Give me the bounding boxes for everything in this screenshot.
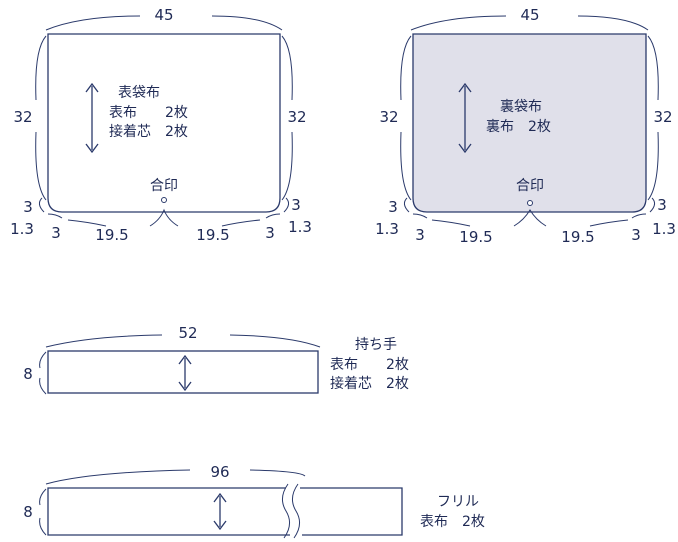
outer-corner-offset-left: 1.3: [10, 220, 34, 238]
outer-bag-title: 表袋布: [118, 85, 160, 101]
handle-title: 持ち手: [355, 337, 397, 353]
outer-corner-offset-right: 1.3: [288, 218, 312, 236]
frill-width-arc-right: [249, 469, 306, 477]
handle-grain-arrow-icon: [178, 354, 192, 392]
lining-half-right: 19.5: [561, 228, 594, 246]
outer-width-label: 45: [154, 6, 173, 24]
handle-piece: 52 8 持ち手 表布 2枚 接着芯 2枚: [23, 324, 409, 395]
lining-bag-row1: 裏布 2枚: [486, 118, 551, 135]
outer-bag-row2: 接着芯 2枚: [109, 123, 188, 140]
frill-height-arc: [39, 488, 47, 536]
outer-width-arc-left: [45, 15, 141, 31]
outer-corner-left: 3: [23, 198, 33, 216]
handle-width-label: 52: [178, 324, 197, 342]
lining-corner-right: 3: [657, 196, 667, 214]
handle-width-arc-left: [45, 334, 163, 348]
lining-width-arc-left: [410, 15, 507, 31]
lining-bag-title: 裏袋布: [500, 98, 542, 115]
outer-height-label-left: 32: [13, 108, 32, 126]
outer-corner-bottom-right: 3: [265, 224, 275, 242]
lining-height-arc-left: [400, 35, 412, 201]
lining-height-arc-right: [647, 35, 659, 201]
handle-height-label: 8: [23, 365, 33, 383]
outer-bag-piece: 45 32 32 表袋布 表布 2枚 接着芯 2枚 合印 19.5 19.5 3…: [10, 6, 312, 244]
handle-height-arc: [39, 351, 47, 395]
lining-bottom-arc: [431, 209, 629, 227]
lining-match-mark-label: 合印: [516, 178, 544, 194]
lining-bag-outline: [412, 33, 647, 213]
frill-width-arc-left: [45, 469, 191, 485]
lining-corner-left: 3: [388, 198, 398, 216]
handle-row2: 接着芯 2枚: [330, 375, 409, 392]
outer-match-mark-icon: [161, 197, 167, 203]
handle-row1: 表布 2枚: [330, 357, 409, 373]
outer-height-arc-left: [35, 35, 47, 201]
lining-half-left: 19.5: [459, 228, 492, 246]
frill-width-label: 96: [210, 463, 229, 481]
frill-outline-right: [300, 487, 403, 536]
lining-height-label-left: 32: [379, 108, 398, 126]
outer-grain-arrow-icon: [85, 82, 99, 154]
lining-match-mark-icon: [527, 200, 533, 206]
outer-bag-row1: 表布 2枚: [109, 105, 188, 121]
outer-half-right: 19.5: [196, 226, 229, 244]
outer-corner-bottom-left: 3: [51, 224, 61, 242]
lining-height-label-right: 32: [653, 108, 672, 126]
outer-match-mark-label: 合印: [150, 178, 178, 194]
lining-width-label: 45: [520, 6, 539, 24]
frill-grain-arrow-icon: [213, 492, 227, 531]
lining-width-arc-right: [577, 15, 649, 31]
outer-width-arc-right: [211, 15, 283, 31]
outer-corner-right: 3: [291, 196, 301, 214]
lining-corner-offset-right: 1.3: [652, 220, 676, 238]
frill-row1: 表布 2枚: [420, 514, 485, 530]
outer-corner-arc-right: [265, 197, 290, 219]
lining-corner-bottom-left: 3: [415, 226, 425, 244]
lining-corner-arc-right: [631, 197, 656, 219]
frill-break-icon: [282, 483, 300, 539]
handle-outline: [47, 350, 319, 394]
handle-width-arc-right: [229, 334, 321, 348]
lining-corner-arc-left: [403, 197, 428, 219]
lining-grain-arrow-icon: [458, 82, 472, 154]
outer-bottom-arc: [67, 208, 261, 227]
lining-corner-offset-left: 1.3: [375, 220, 399, 238]
outer-bag-outline: [47, 33, 281, 213]
frill-outline-left: [47, 487, 290, 536]
frill-title: フリル: [437, 494, 479, 510]
outer-height-arc-right: [281, 35, 293, 201]
frill-piece: 96 8 フリル 表布 2枚: [23, 463, 485, 539]
outer-height-label-right: 32: [287, 108, 306, 126]
frill-height-label: 8: [23, 503, 33, 521]
outer-half-left: 19.5: [95, 226, 128, 244]
lining-corner-bottom-right: 3: [631, 226, 641, 244]
lining-bag-piece: 45 32 32 裏袋布 裏布 2枚 合印 19.5 19.5 3 1.3 3 …: [375, 6, 676, 246]
outer-corner-arc-left: [38, 197, 63, 219]
